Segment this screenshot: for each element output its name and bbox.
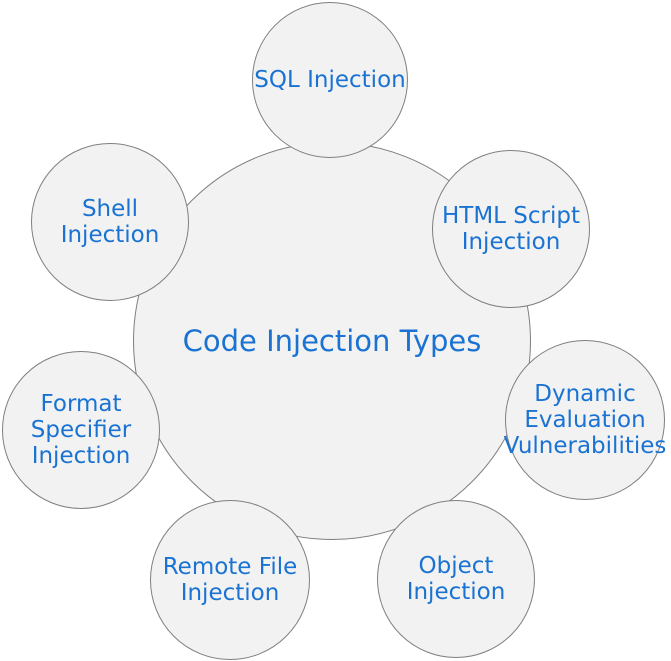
node-object-injection: Object Injection: [377, 500, 535, 658]
node-label-line: Injection: [461, 229, 561, 255]
central-node-label: Code Injection Types: [182, 324, 482, 358]
node-label-line: Injection: [60, 222, 160, 248]
node-shell-injection: Shell Injection: [31, 143, 189, 301]
node-html-script-injection: HTML Script Injection: [432, 150, 590, 308]
node-label-line: Object: [418, 553, 494, 579]
node-label-line: Format: [40, 391, 122, 417]
node-format-specifier-injection: Format Specifier Injection: [2, 351, 160, 509]
node-label-line: Remote File: [162, 554, 298, 580]
node-label-line: HTML Script: [441, 203, 581, 229]
node-label-line: Injection: [406, 579, 506, 605]
node-label-line: Injection: [31, 443, 131, 469]
node-label-line: Dynamic: [534, 381, 636, 407]
node-label-line: Specifier: [30, 417, 132, 443]
node-label-line: SQL Injection: [254, 67, 406, 93]
node-label-line: Injection: [180, 580, 280, 606]
node-remote-file-injection: Remote File Injection: [150, 500, 310, 660]
node-label-line: Evaluation: [524, 407, 646, 433]
node-label-line: Shell: [81, 196, 139, 222]
node-sql-injection: SQL Injection: [252, 2, 408, 158]
node-label-line: Vulnerabilities: [503, 433, 667, 459]
node-dynamic-evaluation-vulnerabilities: Dynamic Evaluation Vulnerabilities: [503, 340, 667, 500]
